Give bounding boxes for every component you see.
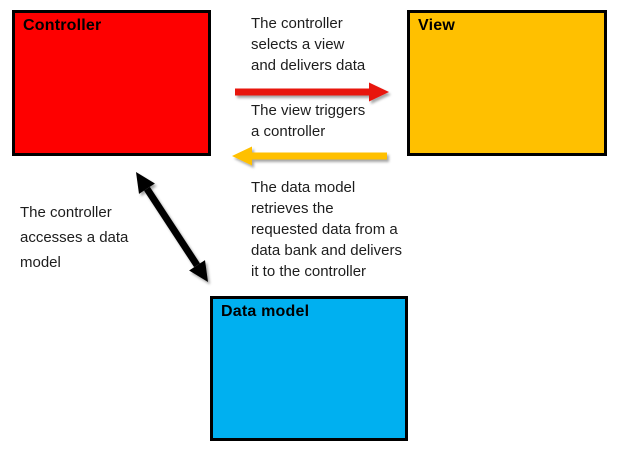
data-model-box: Data model [210, 296, 408, 441]
controller-box: Controller [12, 10, 211, 156]
annotation-controller-selects-view: The controller selects a view and delive… [251, 15, 366, 74]
annotation-data-model-retrieves: The data model retrieves the requested d… [251, 179, 402, 280]
annotation-view-triggers-controller: The view triggers a controller [251, 102, 366, 140]
view-box-label: View [418, 17, 455, 34]
data-model-box-label: Data model [221, 303, 310, 320]
annotation-controller-accesses-model: The controller accesses a data model [20, 204, 129, 271]
view-to-controller-arrow [232, 146, 387, 166]
view-box: View [407, 10, 607, 156]
controller-to-view-arrow [235, 82, 389, 102]
controller-box-label: Controller [23, 17, 102, 34]
